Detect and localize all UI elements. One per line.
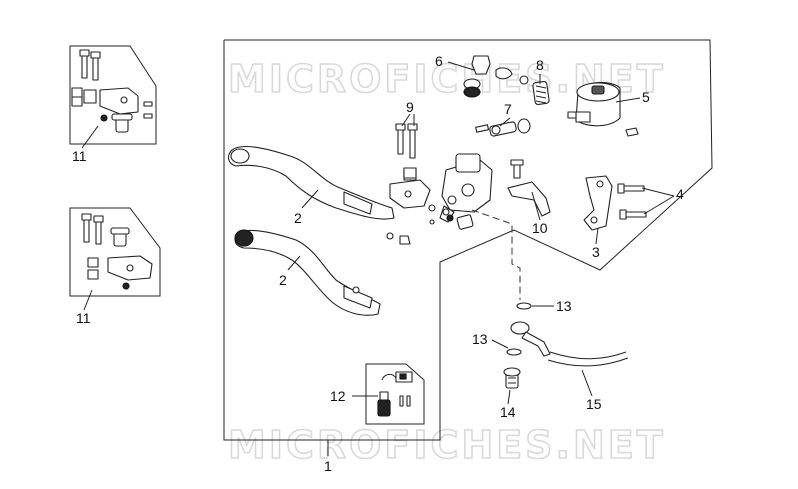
bracket-item-10 xyxy=(507,159,551,217)
assembly-outline xyxy=(223,39,713,441)
callout-2-upper: 2 xyxy=(294,210,302,226)
callout-13-lower: 13 xyxy=(472,331,488,347)
watermark-bottom: MICROFICHES.NET xyxy=(228,423,666,467)
kit-bottom-parts xyxy=(81,213,153,290)
clutch-master-body xyxy=(439,153,493,230)
screws-item-4 xyxy=(617,183,647,220)
assembly-axis xyxy=(471,209,521,300)
callout-12: 12 xyxy=(330,388,346,404)
kit-box-top xyxy=(69,45,157,145)
kit-box-bottom xyxy=(69,207,161,297)
washer-item-13-lower xyxy=(506,348,522,356)
callout-3: 3 xyxy=(592,244,600,260)
banjo-bolt-item-14 xyxy=(503,367,521,389)
callout-13-upper: 13 xyxy=(556,298,572,314)
callout-5: 5 xyxy=(642,89,650,105)
callout-11-top: 11 xyxy=(72,148,87,164)
callout-6: 6 xyxy=(435,53,443,69)
bolts-item-9 xyxy=(395,123,418,179)
callout-9: 9 xyxy=(406,99,414,115)
callout-7: 7 xyxy=(504,101,512,117)
kit-top-parts xyxy=(71,49,153,133)
callout-15: 15 xyxy=(586,396,602,412)
piston-item-7 xyxy=(475,118,531,137)
switch-box xyxy=(365,363,425,425)
callout-11-bottom: 11 xyxy=(76,310,91,326)
lever-upper xyxy=(227,146,436,225)
callout-14: 14 xyxy=(500,404,516,420)
callout-2-lower: 2 xyxy=(279,272,287,288)
callout-10: 10 xyxy=(532,220,548,236)
switch-item-12 xyxy=(377,371,413,417)
callout-1: 1 xyxy=(324,458,332,474)
hose-item-15 xyxy=(510,321,629,367)
reservoir-item-5 xyxy=(567,81,639,137)
leader-lines xyxy=(81,61,675,456)
clamp-item-3 xyxy=(583,175,613,231)
spring-item-8 xyxy=(519,75,550,106)
lever-lower xyxy=(234,229,411,316)
callout-8: 8 xyxy=(536,57,544,73)
fitting-item-6 xyxy=(463,55,513,98)
washer-item-13-upper xyxy=(516,302,532,310)
callout-4: 4 xyxy=(676,186,684,202)
